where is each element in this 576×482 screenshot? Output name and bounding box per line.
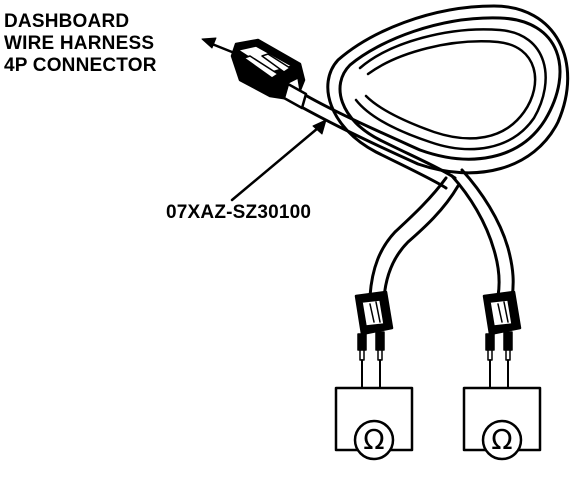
connector-label-line2: WIRE HARNESS: [4, 33, 155, 54]
right-ohm-symbol: Ω: [491, 423, 513, 456]
part-number-leader-arrow: [230, 119, 327, 202]
left-ohm-symbol: Ω: [363, 423, 385, 456]
connector-label-line1: DASHBOARD: [4, 11, 130, 32]
right-probe-plug: [482, 290, 522, 389]
right-branch-cable: [450, 168, 515, 300]
part-number-label: 07XAZ-SZ30100: [166, 202, 312, 223]
left-ohmmeter-icon: [334, 386, 414, 461]
connector-leader-arrow: [201, 37, 234, 54]
harness-cable: [294, 4, 570, 190]
4p-connector-icon: [230, 38, 308, 110]
left-probe-plug: [354, 290, 394, 389]
left-branch-cable: [368, 176, 460, 300]
connector-label-line3: 4P CONNECTOR: [4, 55, 157, 76]
right-ohmmeter-icon: [462, 386, 542, 461]
